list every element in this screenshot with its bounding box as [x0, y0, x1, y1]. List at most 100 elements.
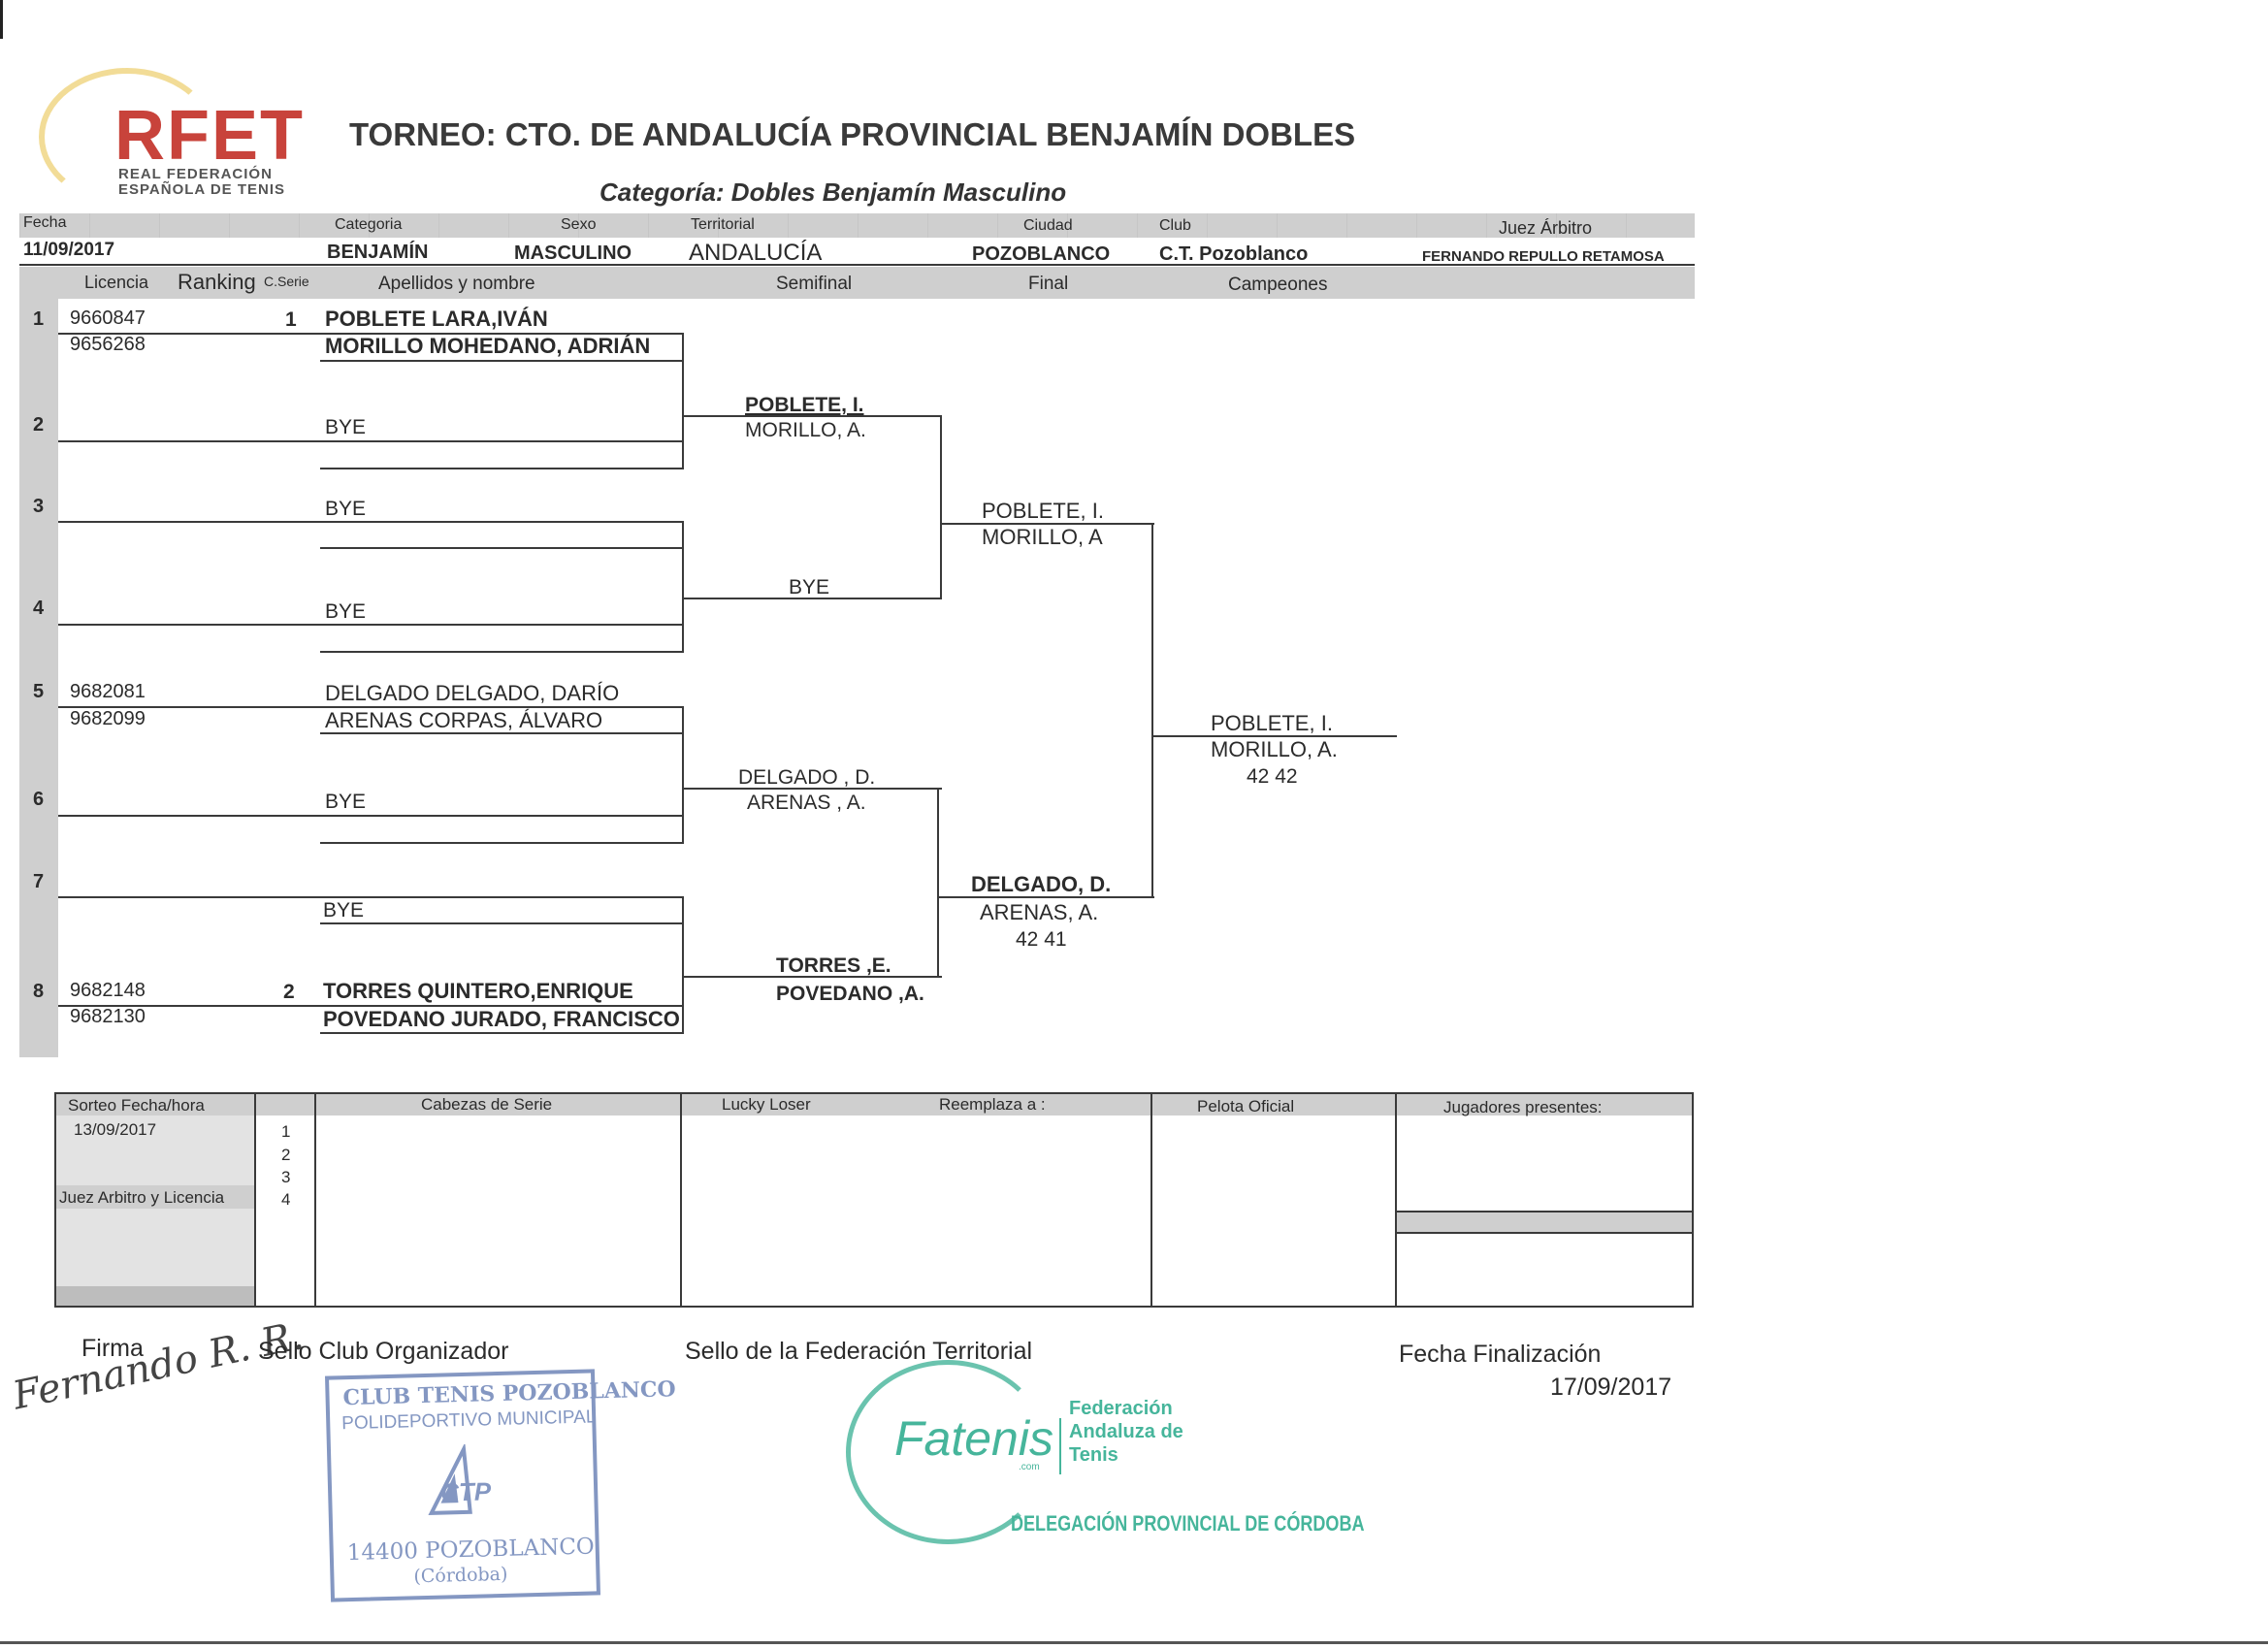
entry-6-line-2	[320, 842, 684, 844]
entry-7-line-1	[58, 896, 684, 898]
bottom-divider-1	[254, 1094, 256, 1306]
seed-number-4: 4	[281, 1190, 291, 1209]
value-juez: FERNANDO REPULLO RETAMOSA	[1422, 248, 1665, 265]
entry-5-line-1	[58, 706, 684, 708]
fed-stamp-f3: Tenis	[1069, 1444, 1118, 1466]
entry-1-player-1: POBLETE LARA,IVÁN	[325, 307, 548, 331]
club-stamp-line-5: (Córdoba)	[413, 1563, 508, 1588]
fed-stamp-delegacion: DELEGACIÓN PROVINCIAL DE CÓRDOBA	[1011, 1511, 1365, 1536]
juez-label-bg	[56, 1185, 256, 1209]
final-connector	[1151, 523, 1153, 898]
entry-6-player-1: BYE	[325, 791, 367, 813]
federation-stamp: Fatenis .com Federación Andaluza de Teni…	[840, 1358, 1365, 1552]
sello-club-label: Sello Club Organizador	[258, 1338, 509, 1365]
draw-number-8: 8	[33, 981, 45, 1002]
club-emblem-icon	[428, 1441, 472, 1515]
logo-arc	[39, 68, 215, 206]
bottom-divider-2	[314, 1094, 316, 1306]
entry-8-licence-1: 9682148	[70, 980, 146, 1001]
bottom-divider-5	[1395, 1094, 1397, 1306]
club-stamp-line-1: CLUB TENIS POZOBLANCO	[342, 1376, 676, 1411]
final-2-line-2: ARENAS, A.	[980, 900, 1099, 924]
page-bottom-edge	[0, 1641, 2268, 1644]
presentes-row-bg	[1397, 1211, 1692, 1232]
entry-3-player-1: BYE	[325, 498, 367, 520]
final-1-line-1: POBLETE, I.	[982, 499, 1104, 523]
draw-number-column	[19, 299, 58, 1057]
column-header-row	[19, 267, 1695, 299]
reemplaza-label: Reemplaza a :	[939, 1095, 1046, 1114]
entry-8-line-2	[320, 1032, 684, 1034]
entry-4-player-1: BYE	[325, 600, 367, 623]
header-licencia: Licencia	[84, 273, 149, 292]
label-territorial: Territorial	[691, 216, 755, 233]
champion-line	[1151, 735, 1397, 737]
entry-2-line-1	[58, 440, 684, 442]
seed-number-3: 3	[281, 1168, 291, 1186]
sf-4-line-1: TORRES ,E.	[776, 954, 891, 977]
value-categoria: BENJAMÍN	[327, 242, 429, 263]
header-semifinal: Semifinal	[776, 274, 853, 294]
presentes-line-2	[1397, 1232, 1692, 1234]
value-club: C.T. Pozoblanco	[1159, 243, 1309, 265]
r1-connector-4	[682, 896, 684, 1033]
sf-4-line-2: POVEDANO ,A.	[776, 983, 924, 1005]
seed-number-1: 1	[281, 1122, 291, 1141]
champion-line-2: MORILLO, A.	[1211, 737, 1338, 761]
bottom-header-bg	[256, 1094, 1692, 1116]
entry-2-player-1: BYE	[325, 416, 367, 438]
draw-number-1: 1	[33, 308, 45, 330]
cabezas-label: Cabezas de Serie	[421, 1095, 553, 1114]
final-2-score: 42 41	[1016, 928, 1067, 951]
final-1-line-2: MORILLO, A	[982, 525, 1103, 549]
header-ranking: Ranking	[178, 270, 256, 294]
club-stamp-line-2: POLIDEPORTIVO MUNICIPAL	[341, 1406, 597, 1435]
logo-text: RFET	[114, 97, 305, 175]
fed-stamp-arc	[846, 1360, 1050, 1544]
label-club: Club	[1159, 217, 1191, 234]
bottom-divider-4	[1150, 1094, 1152, 1306]
sorteo-label: Sorteo Fecha/hora	[68, 1096, 205, 1115]
champion-line-1: POBLETE, I.	[1211, 711, 1333, 735]
header-cserie: C.Serie	[264, 274, 309, 289]
page-left-edge	[0, 0, 3, 39]
category-subtitle: Categoría: Dobles Benjamín Masculino	[599, 178, 1067, 207]
draw-number-4: 4	[33, 598, 45, 619]
value-ciudad: POZOBLANCO	[972, 243, 1111, 265]
entry-4-line-1	[58, 624, 684, 626]
entry-1-licence-2: 9656268	[70, 334, 146, 355]
entry-8-player-1: TORRES QUINTERO,ENRIQUE	[323, 979, 633, 1003]
sf-connector-bottom	[937, 788, 939, 978]
entry-1-licence-1: 9660847	[70, 307, 146, 329]
bottom-col1-header-bg	[56, 1094, 256, 1116]
sf-connector-top	[940, 415, 942, 599]
pelota-label: Pelota Oficial	[1197, 1097, 1295, 1116]
tournament-title: TORNEO: CTO. DE ANDALUCÍA PROVINCIAL BEN…	[349, 116, 1356, 152]
entry-8-player-2: POVEDANO JURADO, FRANCISCO	[323, 1007, 680, 1031]
sf-1-line-2: MORILLO, A.	[745, 419, 866, 441]
value-fecha: 11/09/2017	[23, 240, 115, 260]
draw-number-3: 3	[33, 496, 45, 517]
r1-connector-2	[682, 521, 684, 652]
sorteo-value: 13/09/2017	[74, 1120, 157, 1139]
r1-connector-3	[682, 706, 684, 843]
entry-1-seed: 1	[285, 308, 297, 331]
entry-5-licence-2: 9682099	[70, 708, 146, 729]
entry-1-player-2: MORILLO MOHEDANO, ADRIÁN	[325, 334, 651, 358]
header-campeones: Campeones	[1228, 275, 1328, 295]
club-stamp: CLUB TENIS POZOBLANCO POLIDEPORTIVO MUNI…	[324, 1369, 676, 1602]
info-grid	[19, 213, 1695, 238]
entry-5-line-2	[320, 732, 684, 734]
label-categoria: Categoria	[335, 216, 403, 233]
entry-8-seed: 2	[283, 981, 295, 1003]
sf-3-line-1: DELGADO , D.	[738, 766, 876, 789]
club-stamp-line-4: 14400 POZOBLANCO	[346, 1534, 596, 1567]
club-stamp-emblem: CTP	[410, 1441, 509, 1524]
entry-3-line-2	[320, 547, 684, 549]
entry-5-player-1: DELGADO DELGADO, DARÍO	[325, 681, 620, 705]
sf-1-line-1: POBLETE, I.	[745, 394, 864, 416]
header-final: Final	[1028, 274, 1069, 294]
draw-number-6: 6	[33, 789, 45, 810]
sf-3-line-2: ARENAS , A.	[747, 792, 866, 814]
club-stamp-logo: CTP	[439, 1476, 492, 1507]
